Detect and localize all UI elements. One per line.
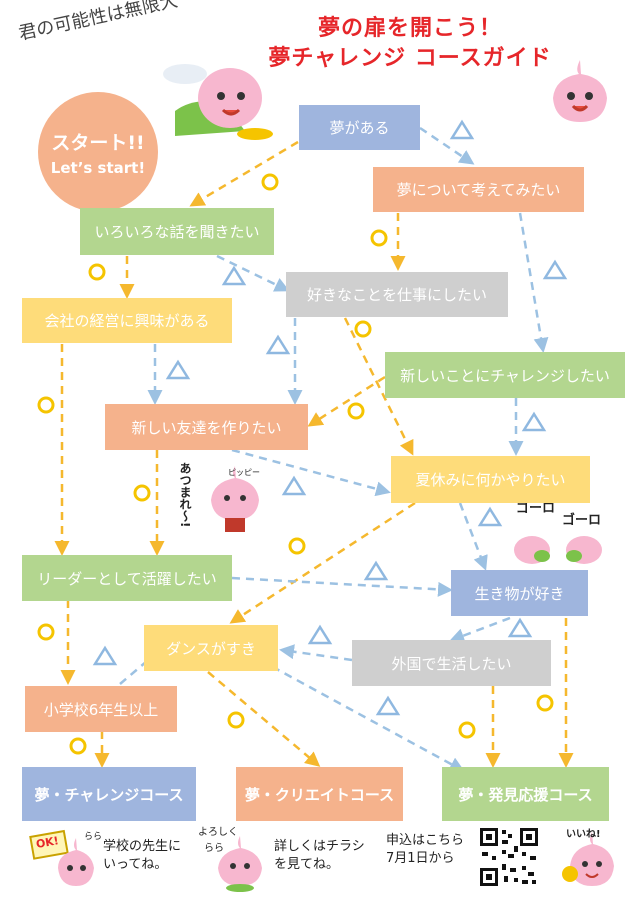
triangle-marker [542,259,568,280]
triangle-marker [307,624,333,645]
triangle-marker [449,119,475,140]
footer-flyer: 詳しくはチラシ を見てね。 [274,839,365,872]
node-sukinakoto: 好きなことを仕事にしたい [286,272,508,317]
arrow-yes [343,317,414,456]
circle-marker [288,537,306,555]
node-natsuyasumi: 夏休みに何かやりたい [391,456,590,503]
arrow-no [279,644,353,662]
speech-iine: いいね! [566,829,601,840]
start-sub: Let’s start! [50,158,146,177]
node-tomodachi: 新しい友達を作りたい [105,404,308,450]
mascot-rolling-icon [514,536,602,564]
footer-apply: 申込はこちら 7月1日から [386,833,465,866]
triangle-marker [165,359,191,380]
arrow-no [518,212,549,353]
arrow-yes [207,671,321,767]
mascot-whistle-icon [211,466,259,532]
speech-rara-2: らら [204,843,224,854]
node-yume-ga-aru: 夢がある [299,105,420,150]
circle-marker [133,484,151,502]
qr-code-icon[interactable] [478,826,540,888]
circle-marker [37,396,55,414]
arrow-no [419,126,475,165]
mascot-thumbs-up-icon [562,832,614,886]
circle-marker [69,737,87,755]
node-kaisha: 会社の経営に興味がある [22,298,232,343]
arrow-no [259,658,465,772]
flying-mascot-icon [163,64,273,140]
node-yume-kangae: 夢について考えてみたい [373,167,584,212]
speech-rara: らら [84,832,103,842]
circle-marker [347,402,365,420]
mascot-face-icon [553,60,607,122]
speech-goro-1: ゴーロ [516,501,556,516]
speech-atsumare: あつまれ〜! [178,462,192,528]
page-subtitle: 夢チャレンジ コースガイド [268,46,552,71]
speech-pippi: ピッピー [228,468,260,477]
triangle-marker [92,645,118,666]
triangle-marker [507,617,533,638]
start-label: スタート!! [51,131,145,154]
arrow-no [231,576,453,597]
node-atarashii-challenge: 新しいことにチャレンジしたい [385,352,625,398]
circle-marker [37,623,55,641]
circle-marker [536,694,554,712]
triangle-marker [221,265,247,286]
triangle-marker [477,506,503,527]
arrow-no [449,616,511,643]
node-ikimono: 生き物が好き [451,570,588,616]
circle-marker [88,263,106,281]
circle-marker [354,320,372,338]
course-challenge: 夢・チャレンジコース [22,767,196,821]
node-leader: リーダーとして活躍したい [22,555,232,601]
start-circle: スタート!! Let’s start! [38,92,158,212]
circle-marker [370,229,388,247]
node-dance: ダンスがすき [144,625,278,671]
course-create: 夢・クリエイトコース [236,767,403,821]
triangle-marker [521,411,547,432]
circle-marker [227,711,245,729]
mascot-ok-sign-icon [29,829,94,886]
node-shogakko: 小学校6年生以上 [25,686,177,732]
node-gaikoku: 外国で生活したい [352,640,551,686]
arrow-no [458,502,488,571]
course-hakken: 夢・発見応援コース [442,767,609,821]
node-iroiro: いろいろな話を聞きたい [80,208,274,255]
page-title: 夢の扉を開こう！ [317,16,502,41]
speech-goro-2: ゴーロ [562,513,602,528]
triangle-marker [265,334,291,355]
triangle-marker [363,560,389,581]
footer-teacher: 学校の先生に いってね。 [103,839,182,872]
speech-yoroshiku: よろしく [198,827,238,838]
triangle-marker [281,475,307,496]
circle-marker [458,721,476,739]
triangle-marker [375,695,401,716]
circle-marker [261,173,279,191]
mascot-greeting-icon [218,836,262,892]
arrow-yes [307,375,386,427]
arrow-yes [189,140,299,207]
